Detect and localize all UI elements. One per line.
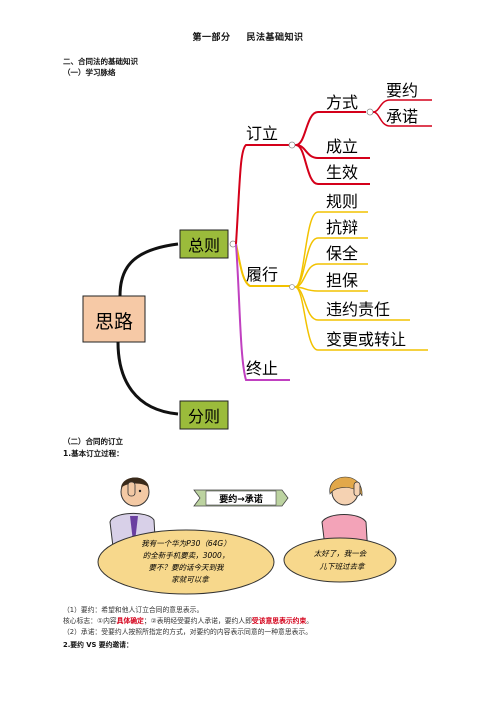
perform-collapse-icon[interactable] [289,284,295,290]
bubble-right-line2: 儿下班过去拿 [320,562,366,571]
terminate-node-label: 终止 [246,359,278,378]
branch-root-general [118,242,179,297]
general-node-label: 总则 [188,236,220,255]
perform-node-label: 履行 [246,265,278,284]
perform-item-4: 担保 [326,271,358,290]
banner-label: 要约→承诺 [219,493,263,505]
branch-root-specific [116,341,179,416]
specific-node-box [179,400,229,430]
part-label: 第一部分 [192,33,231,43]
section2-heading: （二）合同的订立 [63,437,123,446]
perform-item-5: 违约责任 [326,300,390,319]
formation-node-label: 成立 [326,137,358,156]
effect-node-label: 生效 [326,163,358,182]
branch-conclude [235,144,296,245]
banner-box [205,490,277,506]
perform-child-branches [294,211,428,351]
perform-item-3: 保全 [326,244,358,263]
page-title: 第一部分 民法基础知识 [0,30,496,43]
core-marks-end: 。 [306,617,314,625]
perform-item-2: 抗辩 [326,218,358,237]
bubble-left-line4: 家就可以拿 [171,575,210,584]
branch-effect [295,144,370,185]
core-marks-line: 核心标志：①内容具体确定；②表明经受要约人承诺，要约人即受该意思表示约束。 [63,615,313,625]
core-marks-highlight-1: 具体确定 [116,617,144,625]
section2-subheading: 1.基本订立过程： [63,449,124,458]
acceptance-definition: （2）承诺：受要约人按照所指定的方式，对要约的内容表示同意的一种意思表示。 [63,628,313,636]
section-subheading: （一）学习脉络 [63,68,116,77]
perform-item-6: 变更或转让 [326,330,406,349]
general-collapse-icon[interactable] [229,240,237,248]
offer-node-label: 要约 [386,81,418,100]
root-node-box [82,295,146,343]
offer-definition: （1）要约：希望和他人订立合同的意思表示。 [63,606,204,614]
mind-map: 思路 总则 分则 订立 方式 成立 生效 要约 承诺 履行 规则 抗辩 保全 担… [82,81,432,430]
branch-acceptance [372,111,432,127]
core-marks-middle: ；②表明经受要约人承诺，要约人即 [143,617,252,625]
core-marks-prefix: 核心标志：①内容 [63,617,117,625]
method-collapse-icon[interactable] [366,108,374,116]
acceptance-node-label: 承诺 [386,107,418,126]
core-marks-highlight-2: 受该意思表示约束 [251,617,307,625]
specific-node-label: 分则 [188,407,220,426]
bubble-right-line1: 太好了，我一会 [314,549,368,558]
bubble-left-line3: 要不？要的话今天到我 [149,563,225,572]
branch-terminate [235,243,290,381]
part-title: 民法基础知识 [246,33,304,43]
illustration: 要约→承诺 我有一个华为P30（64G） 的全新手机要卖，3000， 要不？要的… [97,476,397,595]
bubble-left-line1: 我有一个华为P30（64G） [141,539,230,548]
bubble-left-line2: 的全新手机要卖，3000， [143,551,230,560]
offer-vs-invitation-heading: 2.要约 VS 要约邀请： [63,641,133,649]
speech-bubble-right [283,537,397,583]
section-heading: 二、合同法的基础知识 [63,57,138,66]
method-node-label: 方式 [326,93,358,112]
root-node-label: 思路 [95,311,133,333]
conclude-node-label: 订立 [246,124,278,143]
general-node-box [179,229,229,259]
conclude-collapse-icon[interactable] [288,141,296,149]
speech-bubble-left [97,529,275,595]
perform-item-1: 规则 [326,192,358,211]
branch-offer [372,99,432,113]
branch-method [295,111,366,146]
